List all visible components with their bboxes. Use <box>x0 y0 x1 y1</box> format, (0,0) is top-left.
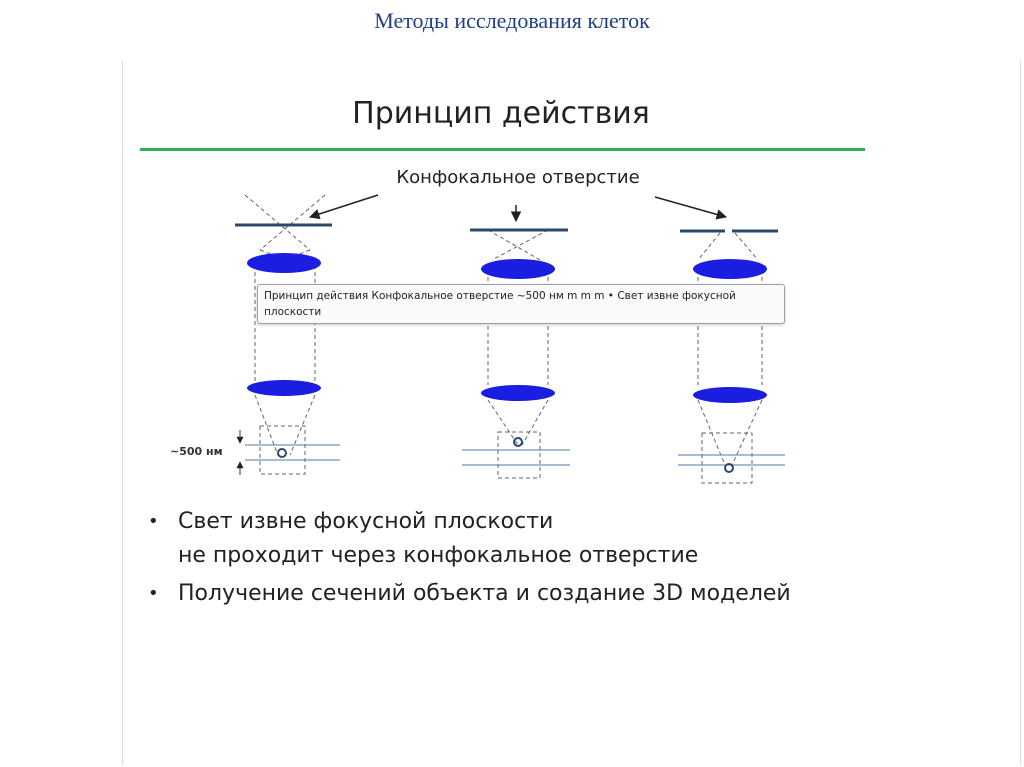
sample-point-right <box>724 463 734 473</box>
lens-right-bottom <box>693 387 767 403</box>
page-title: Методы исследования клеток <box>374 8 650 33</box>
bullet-text: Получение сечений объекта и создание 3D … <box>178 581 791 606</box>
setup-left <box>244 194 326 475</box>
setup-middle <box>487 229 549 479</box>
arrow-right <box>654 196 728 220</box>
lens-middle-top <box>481 259 555 279</box>
distance-label: ~500 нм <box>170 445 223 458</box>
aperture-label: Конфокальное отверстие <box>396 167 639 188</box>
sample-point-left <box>277 448 287 458</box>
bullet-text: не проходит через конфокальное отверстие <box>178 543 699 568</box>
arrow-left <box>309 194 379 220</box>
bullet-list: • Свет извне фокусной плоскости не прохо… <box>148 505 791 615</box>
lens-right-top <box>693 259 767 279</box>
lens-left-top <box>247 253 321 273</box>
slide-heading: Принцип действия <box>352 96 650 131</box>
bullet-dot: • <box>148 583 159 604</box>
confocal-diagram: Конфокальное отверстие ~500 нм <box>170 167 785 484</box>
sample-point-middle <box>513 437 523 447</box>
bullet-item: • Свет извне фокусной плоскости не прохо… <box>148 505 791 573</box>
lens-left-bottom <box>247 380 321 396</box>
bullet-text: Свет извне фокусной плоскости <box>178 509 554 534</box>
slide-frame <box>122 60 1021 766</box>
setup-right <box>697 232 763 484</box>
heading-divider <box>140 148 865 151</box>
lens-middle-bottom <box>481 385 555 401</box>
bullet-dot: • <box>148 511 159 532</box>
hover-tooltip: Принцип действия Конфокальное отверстие … <box>257 284 785 324</box>
bullet-item: • Получение сечений объекта и создание 3… <box>148 577 791 611</box>
